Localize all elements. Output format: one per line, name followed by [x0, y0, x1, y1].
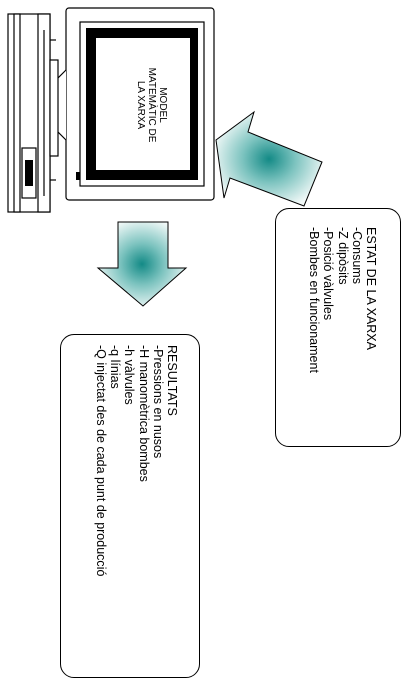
screen-label: MODEL MATEMÀTIC DE LA XARXA [135, 45, 168, 165]
resultats-item: -H manomètrica bombes [136, 345, 151, 482]
resultats-item: -Q injectat des de cada punt de producci… [93, 345, 108, 577]
screen-label-line: MATEMÀTIC DE [146, 67, 157, 143]
resultats-title: RESULTATS [165, 345, 179, 416]
resultats-item: -q línias [108, 345, 123, 389]
screen-label-line: MODEL [157, 87, 168, 123]
arrow-into-computer [215, 110, 323, 207]
arrow-to-results [96, 221, 188, 307]
estat-item: -Posició vàlvules [321, 227, 336, 321]
estat-title: ESTAT DE LA XARXA [364, 227, 378, 350]
estat-item: -Bombes en funcionament [307, 227, 322, 373]
estat-text: ESTAT DE LA XARXA -Consums -Z dipòsits -… [307, 227, 378, 373]
resultats-box [60, 334, 200, 678]
screen-label-line: LA XARXA [135, 80, 146, 130]
resultats-item: -Pressions en nusos [150, 345, 165, 459]
estat-box [275, 208, 401, 447]
resultats-text: RESULTATS -Pressions en nusos -H manomèt… [94, 345, 179, 576]
estat-item: -Consums [349, 227, 364, 284]
resultats-item: -h vàlvules [122, 345, 137, 405]
estat-item: -Z dipòsits [335, 227, 350, 285]
computer-icon [7, 7, 215, 213]
